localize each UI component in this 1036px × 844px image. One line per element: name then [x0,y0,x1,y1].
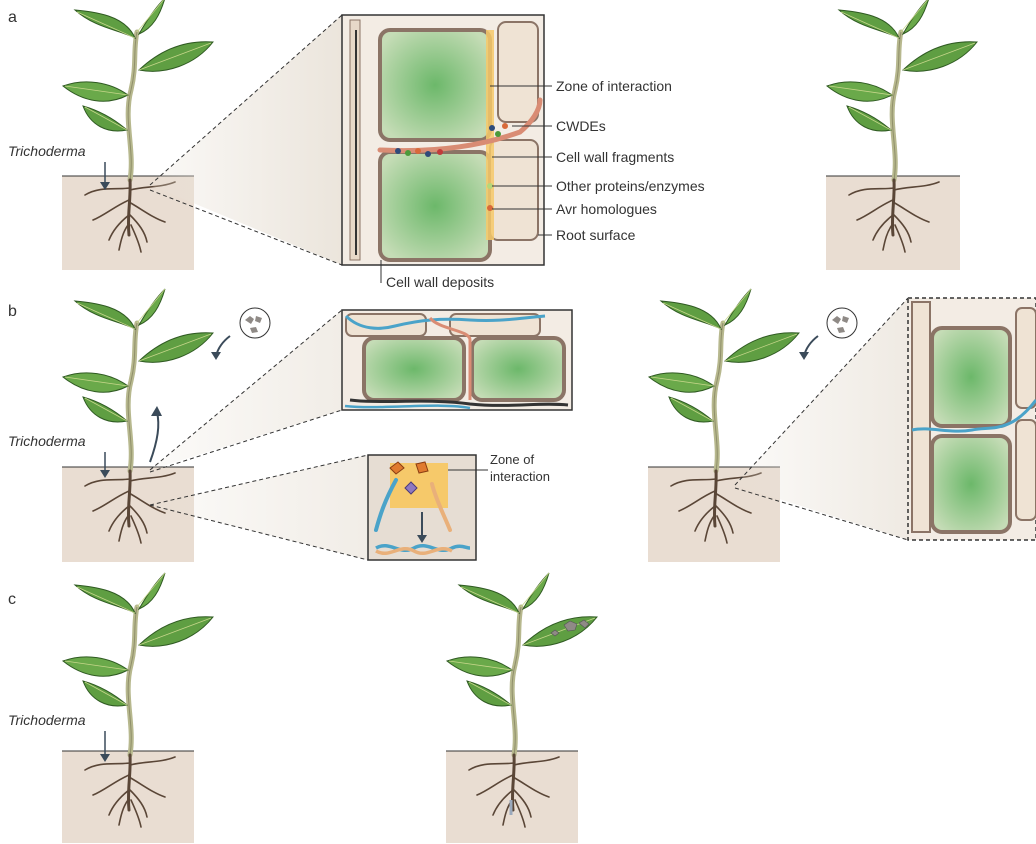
arrow-head [799,352,809,360]
callout-other-proteins: Other proteins/enzymes [556,178,705,194]
panel-b-letter: b [8,303,17,320]
callout-zone-of-interaction: Zone of interaction [556,78,672,94]
callout-cwdes: CWDEs [556,118,606,134]
pathogen-icon [827,308,857,338]
root-cell-zoom [342,15,544,265]
callout-cell-wall-deposits: Cell wall deposits [386,274,494,290]
interaction-inset [368,455,476,560]
trichoderma-label: Trichoderma [8,712,86,728]
panel-c-letter: c [8,591,16,608]
callout-cell-wall-fragments: Cell wall fragments [556,149,674,165]
root-cell-zoom [908,298,1036,540]
trichoderma-label: Trichoderma [8,433,86,449]
root-cell-zoom [342,310,572,410]
trichoderma-label: Trichoderma [8,143,86,159]
arrow-head [211,352,221,360]
pathogen-icon [240,308,270,338]
callout-root-surface: Root surface [556,227,636,243]
zone-label-line1: Zone of [490,452,534,467]
callout-avr-homologues: Avr homologues [556,201,657,217]
arrow-head [151,406,162,416]
signal-arrow [150,412,158,462]
zone-label-line2: interaction [490,469,550,484]
panel-a-letter: a [8,9,17,26]
